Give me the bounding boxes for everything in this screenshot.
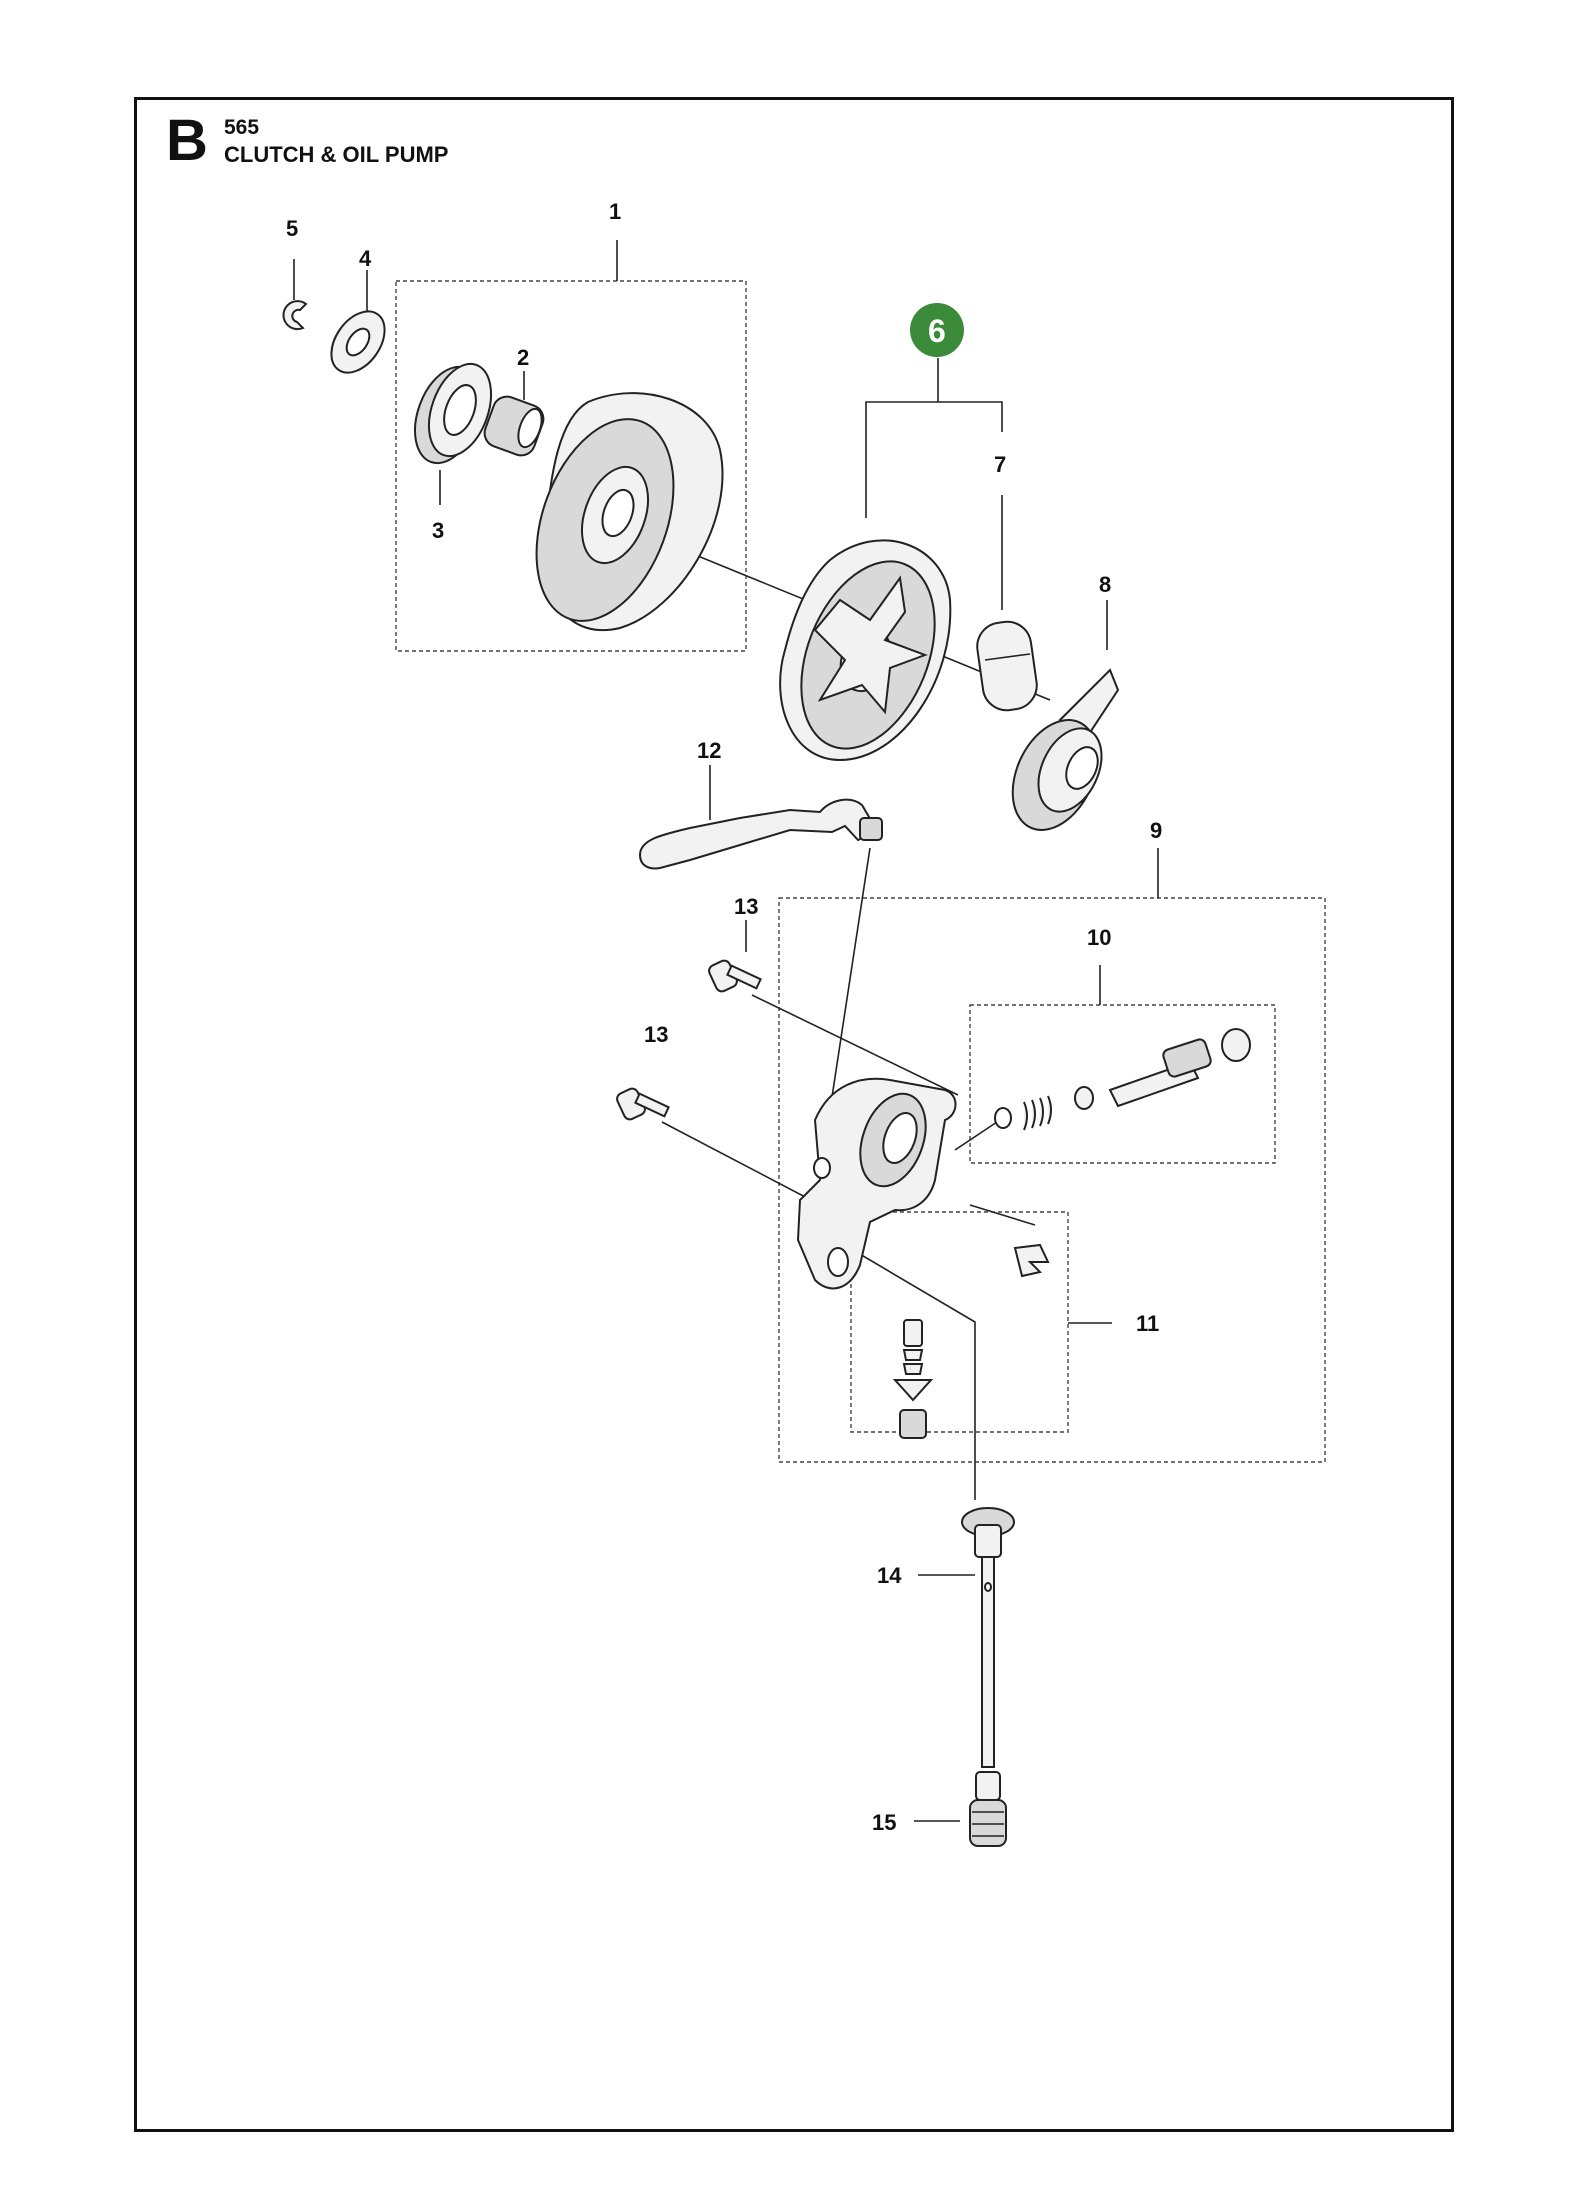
callout-14: 14	[877, 1563, 902, 1588]
assembly-axis-bolt-b	[661, 1121, 831, 1211]
callout-11: 11	[1136, 1311, 1159, 1336]
part-13-bolt-a	[708, 959, 762, 993]
assembly-axis-oil-line	[829, 847, 871, 1111]
model-number: 565	[224, 116, 260, 139]
part-7-clutch-spring	[976, 620, 1038, 712]
callout-15: 15	[872, 1810, 896, 1835]
callout-4: 4	[359, 246, 372, 271]
part-10-pump-piston	[994, 1028, 1251, 1131]
bracket-6	[865, 401, 1003, 518]
callout-7: 7	[994, 452, 1006, 477]
group-box-clutch-drum	[395, 280, 747, 652]
assembly-axis-bolt-a	[751, 994, 959, 1096]
callout-2: 2	[517, 345, 529, 370]
callout-13b: 13	[644, 1022, 668, 1047]
part-12-oil-hose	[638, 798, 874, 870]
group-box-adjuster	[850, 1211, 1069, 1433]
highlight-badge-6	[910, 303, 964, 357]
diagram-title: CLUTCH & OIL PUMP	[224, 142, 449, 167]
group-box-pump-piston	[969, 1004, 1276, 1164]
part-15-oil-filter	[969, 1771, 1007, 1847]
callout-5: 5	[286, 216, 298, 241]
callout-10: 10	[1087, 925, 1111, 950]
callout-3: 3	[432, 518, 444, 543]
part-14-oil-pipe	[961, 1507, 1015, 1768]
part-11-adjuster	[892, 1243, 1050, 1439]
callout-12: 12	[697, 738, 721, 763]
part-5-circlip	[282, 300, 308, 331]
group-box-oil-pump	[778, 897, 1326, 1463]
callout-6: 6	[928, 313, 946, 349]
callout-8: 8	[1099, 572, 1111, 597]
page-frame	[134, 97, 1454, 2132]
callout-13a: 13	[734, 894, 758, 919]
section-letter: B	[166, 108, 208, 173]
assembly-axis-wire	[969, 1204, 1036, 1226]
assembly-axis-oil-pipe	[835, 1239, 976, 1500]
callout-9: 9	[1150, 818, 1162, 843]
callout-1: 1	[609, 199, 621, 224]
assembly-axis-piston	[954, 1119, 1001, 1151]
part-13-bolt-b	[616, 1087, 670, 1121]
